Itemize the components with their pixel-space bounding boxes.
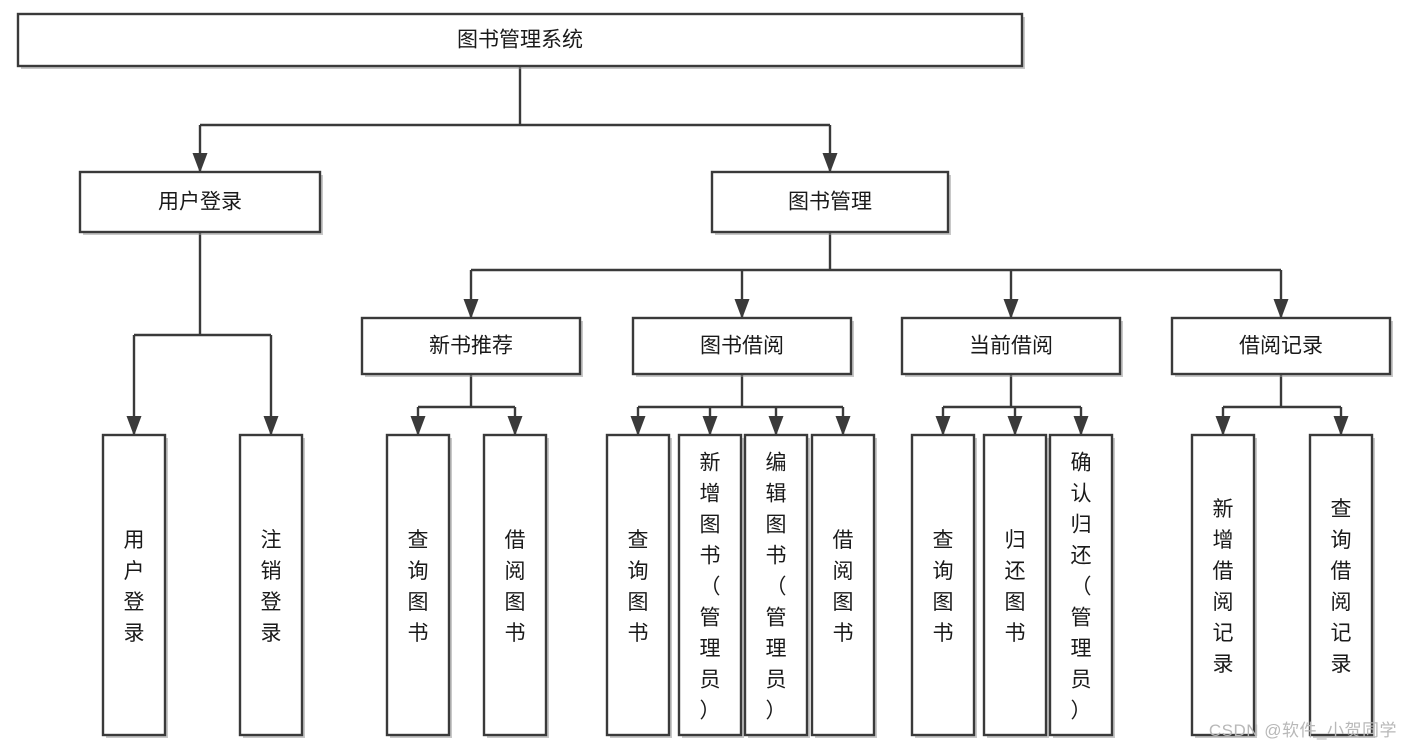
arrow-head-icon [734, 299, 750, 319]
arrow-head-icon [630, 416, 646, 436]
node-label: 归还图书 [1005, 529, 1026, 645]
node-label: 用户登录 [158, 191, 242, 214]
edge-group-n_new_book_rec [410, 374, 523, 436]
arrow-head-icon [192, 153, 208, 173]
node-n-book-borrow[interactable]: 图书借阅 [631, 316, 854, 377]
connectors-layer [126, 66, 1349, 436]
node-rect[interactable] [631, 316, 853, 376]
node-leaf-logout[interactable]: 注销登录 [238, 433, 305, 738]
arrow-head-icon [1073, 416, 1089, 436]
arrow-head-icon [1273, 299, 1289, 319]
node-rect[interactable] [1170, 316, 1392, 376]
node-rect[interactable] [1048, 433, 1114, 737]
arrow-head-icon [126, 416, 142, 436]
node-label: 查询图书 [408, 529, 429, 645]
node-rect[interactable] [78, 170, 322, 234]
node-n-current-borrow[interactable]: 当前借阅 [900, 316, 1123, 377]
edge-group-n_book_borrow [630, 374, 851, 436]
arrow-head-icon [935, 416, 951, 436]
node-label: 查询借阅记录 [1331, 498, 1352, 676]
node-label: 查询图书 [628, 529, 649, 645]
node-rect[interactable] [910, 433, 976, 737]
edge-group-n_user_login [126, 232, 279, 436]
node-rect[interactable] [16, 12, 1024, 68]
arrow-head-icon [702, 416, 718, 436]
arrow-head-icon [1215, 416, 1231, 436]
edge-group-root [192, 66, 838, 173]
node-leaf-return-book[interactable]: 归还图书 [982, 433, 1049, 738]
node-label: 图书管理 [788, 191, 872, 214]
node-rect[interactable] [743, 433, 809, 737]
node-leaf-add-book[interactable]: 新增图书（管理员） [677, 433, 744, 738]
node-leaf-query-book-1[interactable]: 查询图书 [385, 433, 452, 738]
arrow-head-icon [835, 416, 851, 436]
node-label: 当前借阅 [969, 335, 1053, 358]
node-leaf-user-login[interactable]: 用户登录 [101, 433, 168, 738]
node-rect[interactable] [360, 316, 582, 376]
node-leaf-query-book-3[interactable]: 查询图书 [910, 433, 977, 738]
node-rect[interactable] [101, 433, 167, 737]
edge-group-n_borrow_record [1215, 374, 1349, 436]
arrow-head-icon [463, 299, 479, 319]
node-label: 注销登录 [261, 529, 282, 645]
node-label: 借阅图书 [833, 529, 854, 645]
node-leaf-confirm-return[interactable]: 确认归还（管理员） [1048, 433, 1115, 738]
node-label: 图书管理系统 [457, 29, 583, 52]
node-label: 新增借阅记录 [1213, 498, 1234, 676]
node-label: 新书推荐 [429, 335, 513, 358]
node-label: 编辑图书（管理员） [766, 452, 787, 723]
node-rect[interactable] [677, 433, 743, 737]
node-rect[interactable] [1190, 433, 1256, 737]
node-rect[interactable] [385, 433, 451, 737]
node-leaf-add-record[interactable]: 新增借阅记录 [1190, 433, 1257, 738]
edge-group-n_current_borrow [935, 374, 1089, 436]
arrow-head-icon [1003, 299, 1019, 319]
edge-group-n_book_mgmt [463, 232, 1289, 319]
node-rect[interactable] [482, 433, 548, 737]
node-n-user-login[interactable]: 用户登录 [78, 170, 323, 235]
node-rect[interactable] [238, 433, 304, 737]
node-rect[interactable] [810, 433, 876, 737]
arrow-head-icon [1007, 416, 1023, 436]
node-leaf-query-record[interactable]: 查询借阅记录 [1308, 433, 1375, 738]
node-label: 新增图书（管理员） [700, 452, 721, 723]
node-label: 用户登录 [124, 529, 145, 645]
arrow-head-icon [410, 416, 426, 436]
arrow-head-icon [507, 416, 523, 436]
nodes-layer: 图书管理系统用户登录图书管理新书推荐图书借阅当前借阅借阅记录用户登录注销登录查询… [16, 12, 1393, 738]
node-n-borrow-record[interactable]: 借阅记录 [1170, 316, 1393, 377]
arrow-head-icon [1333, 416, 1349, 436]
node-n-book-mgmt[interactable]: 图书管理 [710, 170, 951, 235]
arrow-head-icon [822, 153, 838, 173]
node-rect[interactable] [710, 170, 950, 234]
node-rect[interactable] [900, 316, 1122, 376]
node-leaf-borrow-book-2[interactable]: 借阅图书 [810, 433, 877, 738]
arrow-head-icon [263, 416, 279, 436]
arrow-head-icon [768, 416, 784, 436]
node-label: 借阅记录 [1239, 335, 1323, 358]
node-rect[interactable] [1308, 433, 1374, 737]
node-rect[interactable] [982, 433, 1048, 737]
node-n-new-book-rec[interactable]: 新书推荐 [360, 316, 583, 377]
node-leaf-query-book-2[interactable]: 查询图书 [605, 433, 672, 738]
csdn-watermark: CSDN @软件_小贺同学 [1208, 721, 1397, 740]
node-leaf-borrow-book-1[interactable]: 借阅图书 [482, 433, 549, 738]
node-root[interactable]: 图书管理系统 [16, 12, 1025, 69]
node-label: 查询图书 [933, 529, 954, 645]
node-leaf-edit-book[interactable]: 编辑图书（管理员） [743, 433, 810, 738]
node-label: 确认归还（管理员） [1071, 452, 1092, 723]
node-label: 图书借阅 [700, 335, 784, 358]
node-rect[interactable] [605, 433, 671, 737]
node-label: 借阅图书 [505, 529, 526, 645]
